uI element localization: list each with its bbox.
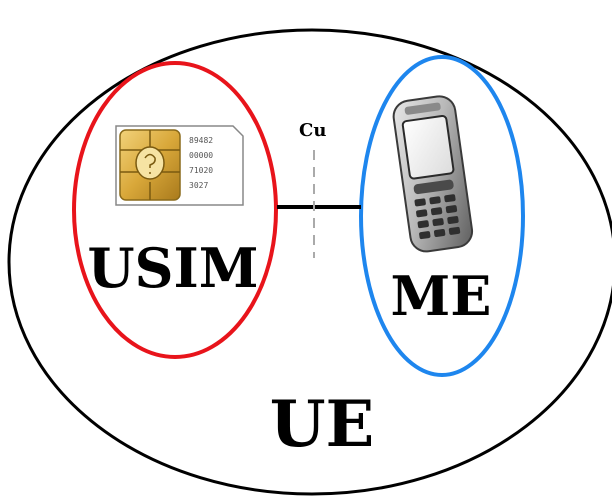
me-boundary [359,55,525,377]
sim-card-icon: 89482 00000 71020 3027 [115,125,244,206]
me-label: ME [391,264,492,328]
sim-card-text-4: 3027 [189,181,208,190]
usim-boundary [72,61,278,359]
ue-label: UE [270,387,375,462]
interface-label: Cu [299,120,326,141]
usim-label: USIM [87,236,258,300]
ue-boundary [7,28,612,496]
sim-card-text-2: 00000 [189,151,213,160]
mobile-phone-icon [392,95,474,253]
sim-card-text-3: 71020 [189,166,213,175]
sim-card-text-1: 89482 [189,136,213,145]
